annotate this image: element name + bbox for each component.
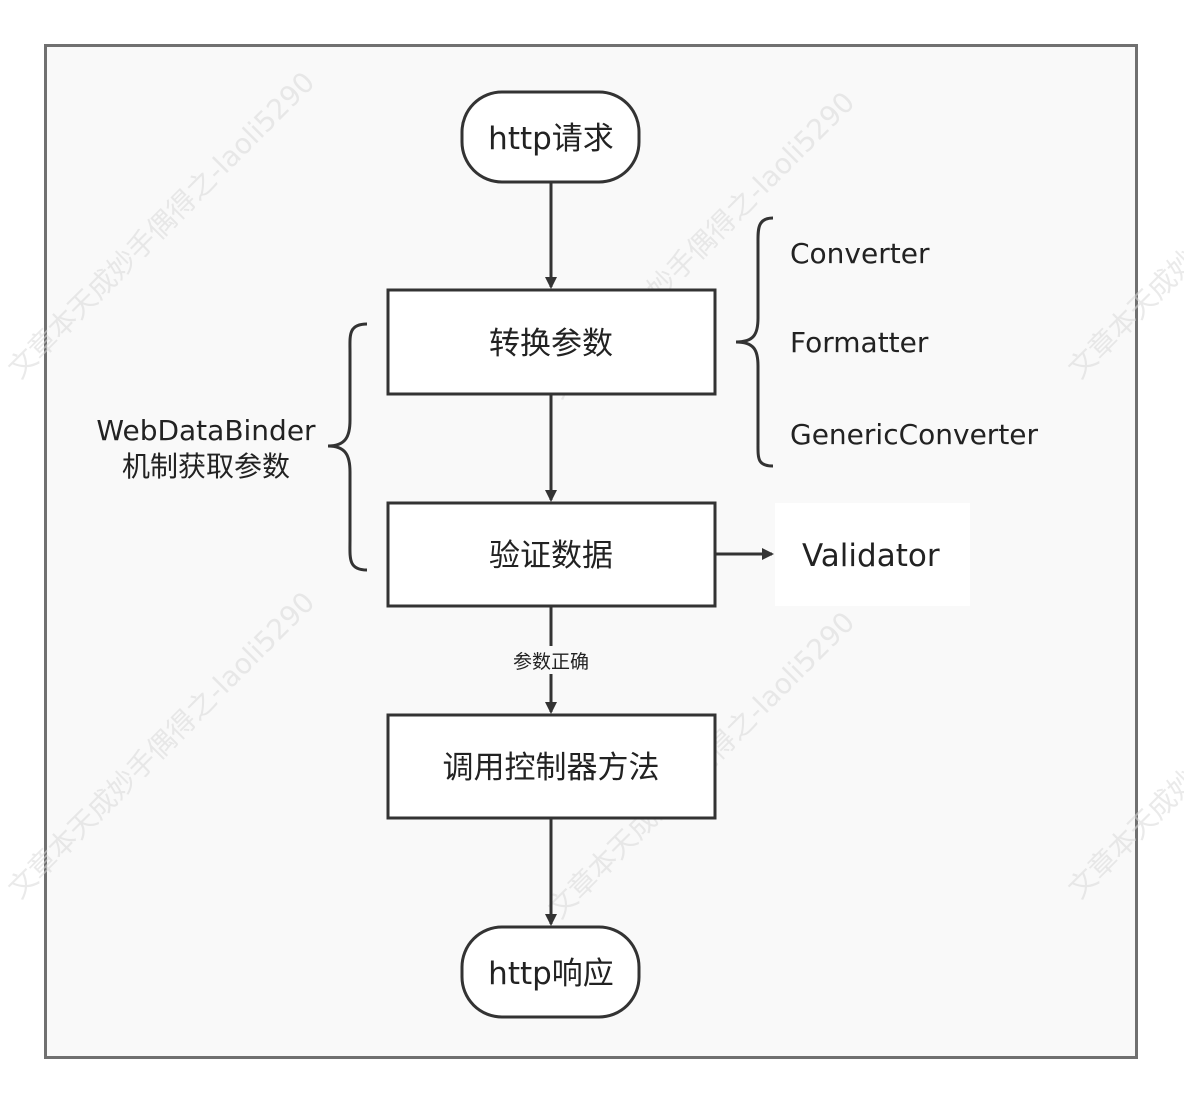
- converter-item: GenericConverter: [790, 418, 1039, 451]
- watermark-text: 文章本天成妙手偶得之-laoli5290: [1062, 585, 1184, 905]
- node-http-request-label: http请求: [488, 121, 614, 157]
- converter-item: Converter: [790, 237, 930, 270]
- node-convert-params: 转换参数: [386, 288, 717, 396]
- node-convert-params-label: 转换参数: [489, 326, 613, 362]
- binder-label-line1: WebDataBinder: [96, 414, 316, 447]
- converter-item: Formatter: [790, 326, 929, 359]
- converters-brace: [735, 216, 774, 468]
- binder-label-line2: 机制获取参数: [122, 450, 290, 483]
- node-http-response: http响应: [460, 925, 641, 1019]
- edge-label-params-correct: 参数正确: [513, 651, 589, 673]
- node-invoke-controller: 调用控制器方法: [386, 713, 717, 820]
- binder-brace: [327, 322, 368, 572]
- watermark-text: 文章本天成妙手偶得之-laoli5290: [2, 65, 322, 385]
- edge-label-bg: [500, 646, 602, 674]
- node-http-response-label: http响应: [488, 956, 614, 992]
- validator-box: Validator: [775, 503, 970, 606]
- node-validate-data-label: 验证数据: [489, 538, 613, 574]
- node-invoke-controller-label: 调用控制器方法: [443, 750, 660, 786]
- watermark-text: 文章本天成妙手偶得之-laoli5290: [1062, 65, 1184, 385]
- validator-label: Validator: [802, 538, 940, 574]
- node-validate-data: 验证数据: [386, 501, 717, 608]
- node-http-request: http请求: [460, 90, 641, 184]
- watermark-text: 文章本天成妙手偶得之-laoli5290: [2, 585, 322, 905]
